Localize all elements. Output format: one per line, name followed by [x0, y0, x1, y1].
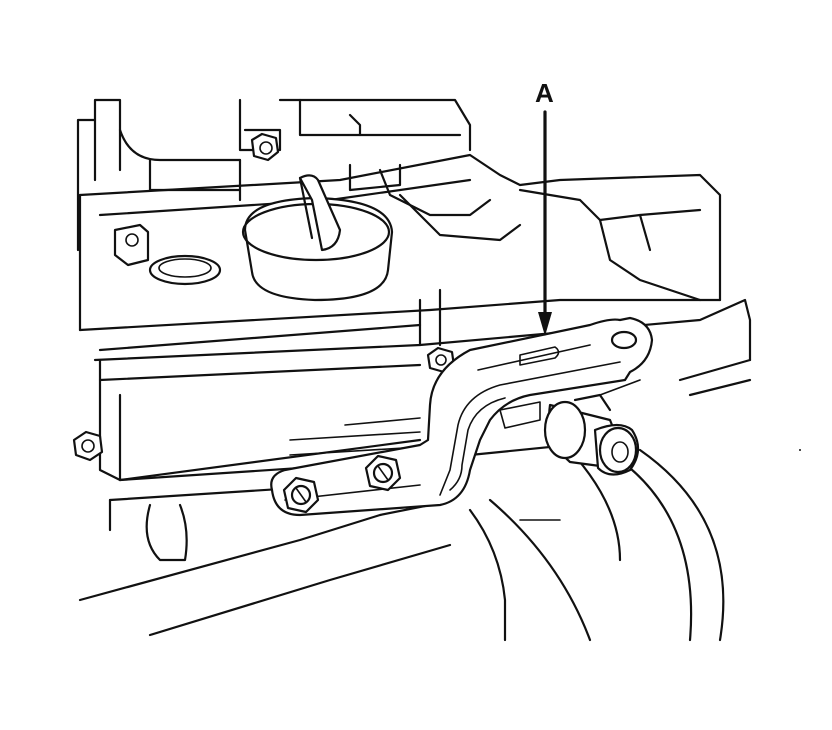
bolt: [282, 476, 320, 514]
bolt: [364, 454, 402, 492]
nut: [72, 430, 104, 462]
cylinder-head-cover: [78, 153, 722, 352]
bolt: [250, 132, 280, 162]
callout-arrowhead: [538, 312, 552, 336]
oil-filler-cap: [241, 174, 394, 302]
callout-a: A: [535, 78, 554, 336]
upper-housing: [76, 98, 472, 252]
callout-label: A: [535, 78, 554, 108]
intake-manifold: [78, 438, 725, 642]
bracket: [270, 316, 654, 517]
sensor-connector: [543, 379, 641, 476]
